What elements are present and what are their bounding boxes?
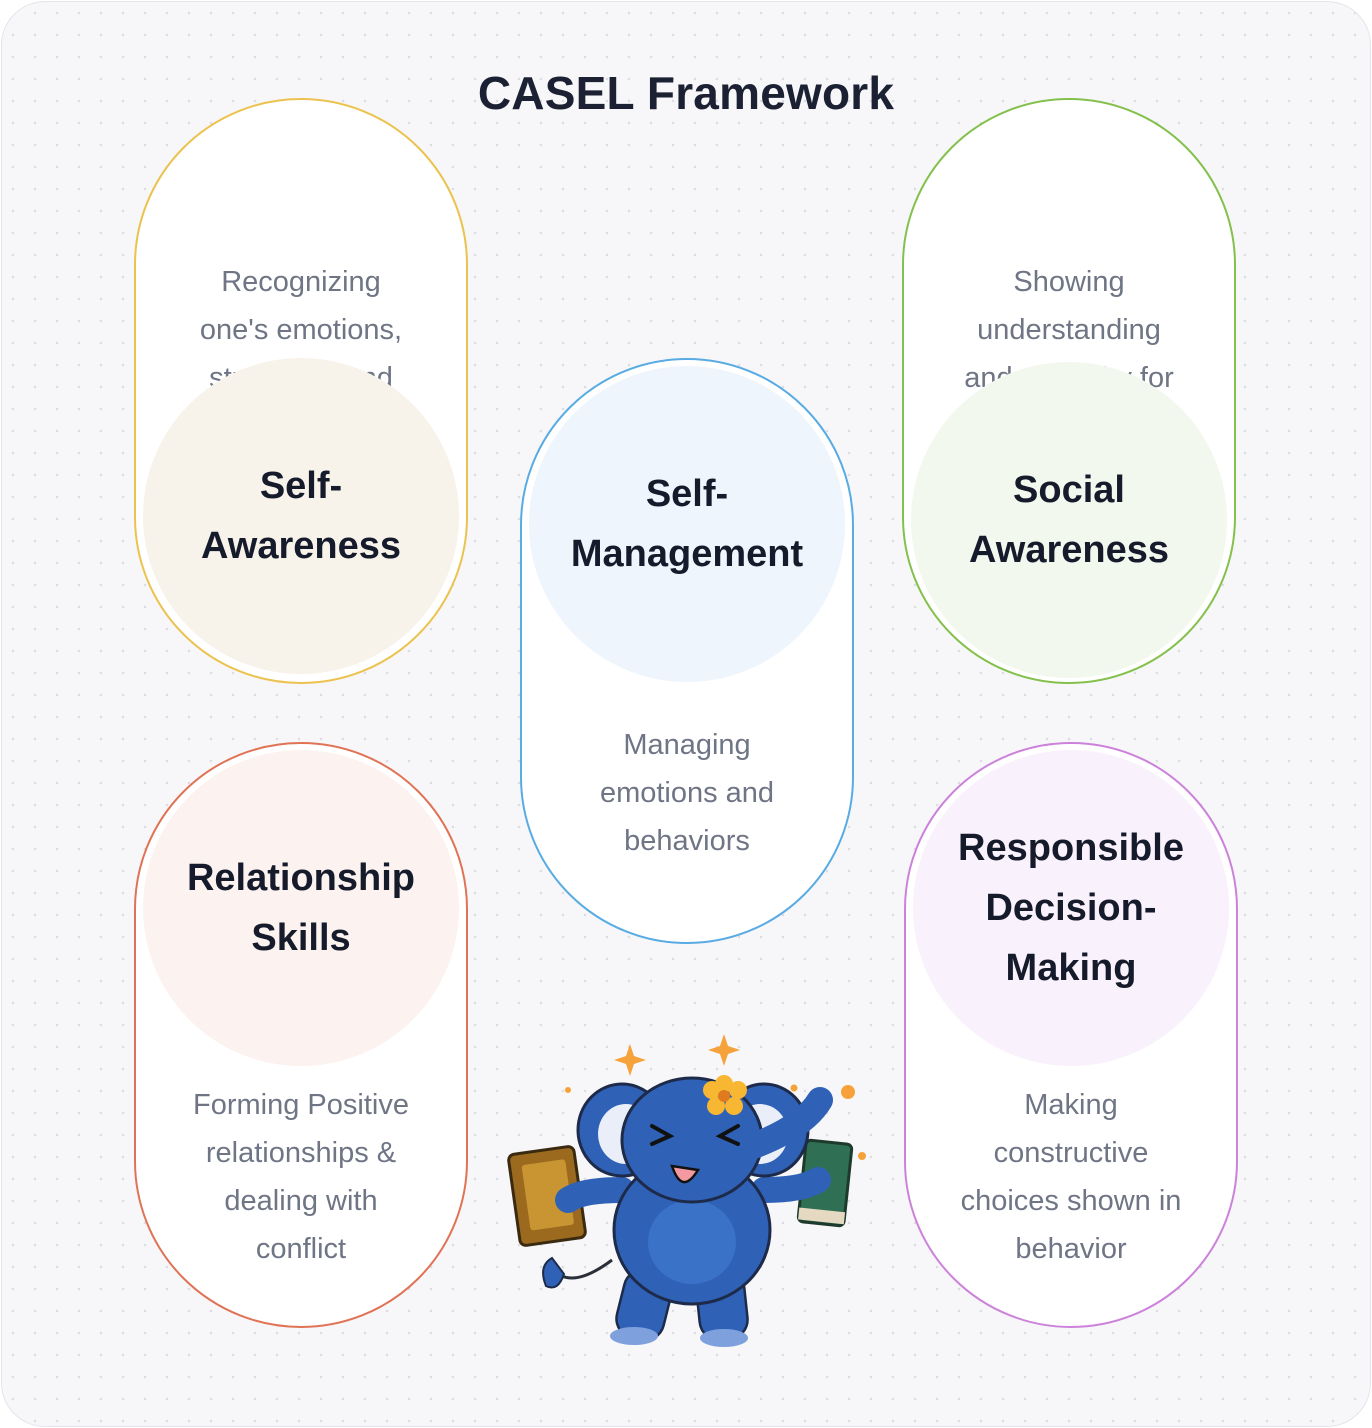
description-line: behavior (1015, 1233, 1127, 1265)
competency-disc: Self- Management (529, 366, 845, 682)
description-line: Showing (1013, 266, 1125, 298)
competency-label: Social Awareness (934, 460, 1204, 580)
competency-disc: Self- Awareness (143, 358, 459, 674)
label-line: Awareness (969, 529, 1169, 571)
competency-social-awareness: Showing understanding and empathy for ot… (902, 98, 1236, 684)
label-line: Management (570, 533, 804, 575)
competency-responsible-decision-making: Responsible Decision- Making Making cons… (904, 742, 1238, 1328)
sparkle-dot-icon (858, 1152, 866, 1160)
competency-description: Making constructive choices shown in beh… (936, 1081, 1206, 1273)
label-line: Making (1005, 947, 1137, 989)
competency-description: Managing emotions and behaviors (552, 721, 822, 865)
competency-disc: Responsible Decision- Making (913, 750, 1229, 1066)
elephant-mascot-icon (507, 1034, 866, 1347)
sparkle-dot-icon (565, 1087, 571, 1093)
label-line: Skills (251, 917, 351, 959)
flower-icon (703, 1075, 747, 1115)
description-line: Recognizing (221, 266, 381, 298)
label-line: Social (1013, 469, 1125, 511)
sparkle-icon (708, 1034, 740, 1066)
diagram-title: CASEL Framework (477, 67, 895, 119)
description-line: understanding (977, 314, 1161, 346)
competency-label: Relationship Skills (166, 848, 436, 968)
description-line: one's emotions, (199, 314, 403, 346)
description-line: conflict (255, 1233, 347, 1265)
description-line: dealing with (224, 1185, 378, 1217)
description-line: Forming Positive (193, 1089, 409, 1121)
competency-relationship-skills: Relationship Skills Forming Positive rel… (134, 742, 468, 1328)
description-line: behaviors (624, 825, 750, 857)
description-line: constructive (993, 1137, 1149, 1169)
description-line: emotions and (599, 777, 775, 809)
competency-label: Responsible Decision- Making (936, 818, 1206, 998)
competency-label: Self- Management (552, 464, 822, 584)
competency-description: Forming Positive relationships & dealing… (166, 1081, 436, 1273)
label-line: Responsible (958, 827, 1184, 869)
description-line: Managing (623, 729, 751, 761)
label-line: Awareness (201, 525, 401, 567)
competency-self-management: Self- Management Managing emotions and b… (520, 358, 854, 944)
competency-disc: Social Awareness (911, 362, 1227, 678)
label-line: Self- (645, 473, 729, 515)
sparkle-dot-icon (790, 1084, 798, 1092)
label-line: Self- (259, 465, 343, 507)
competency-label: Self- Awareness (166, 456, 436, 576)
label-line: Relationship (186, 857, 416, 899)
label-line: Decision- (985, 887, 1157, 929)
competency-self-awareness: Recognizing one's emotions, strengths, a… (134, 98, 468, 684)
description-line: Making (1024, 1089, 1118, 1121)
sparkle-dot-icon (841, 1085, 855, 1099)
description-line: choices shown in (960, 1185, 1182, 1217)
description-line: relationships & (205, 1137, 397, 1169)
sparkle-icon (614, 1044, 646, 1076)
competency-disc: Relationship Skills (143, 750, 459, 1066)
